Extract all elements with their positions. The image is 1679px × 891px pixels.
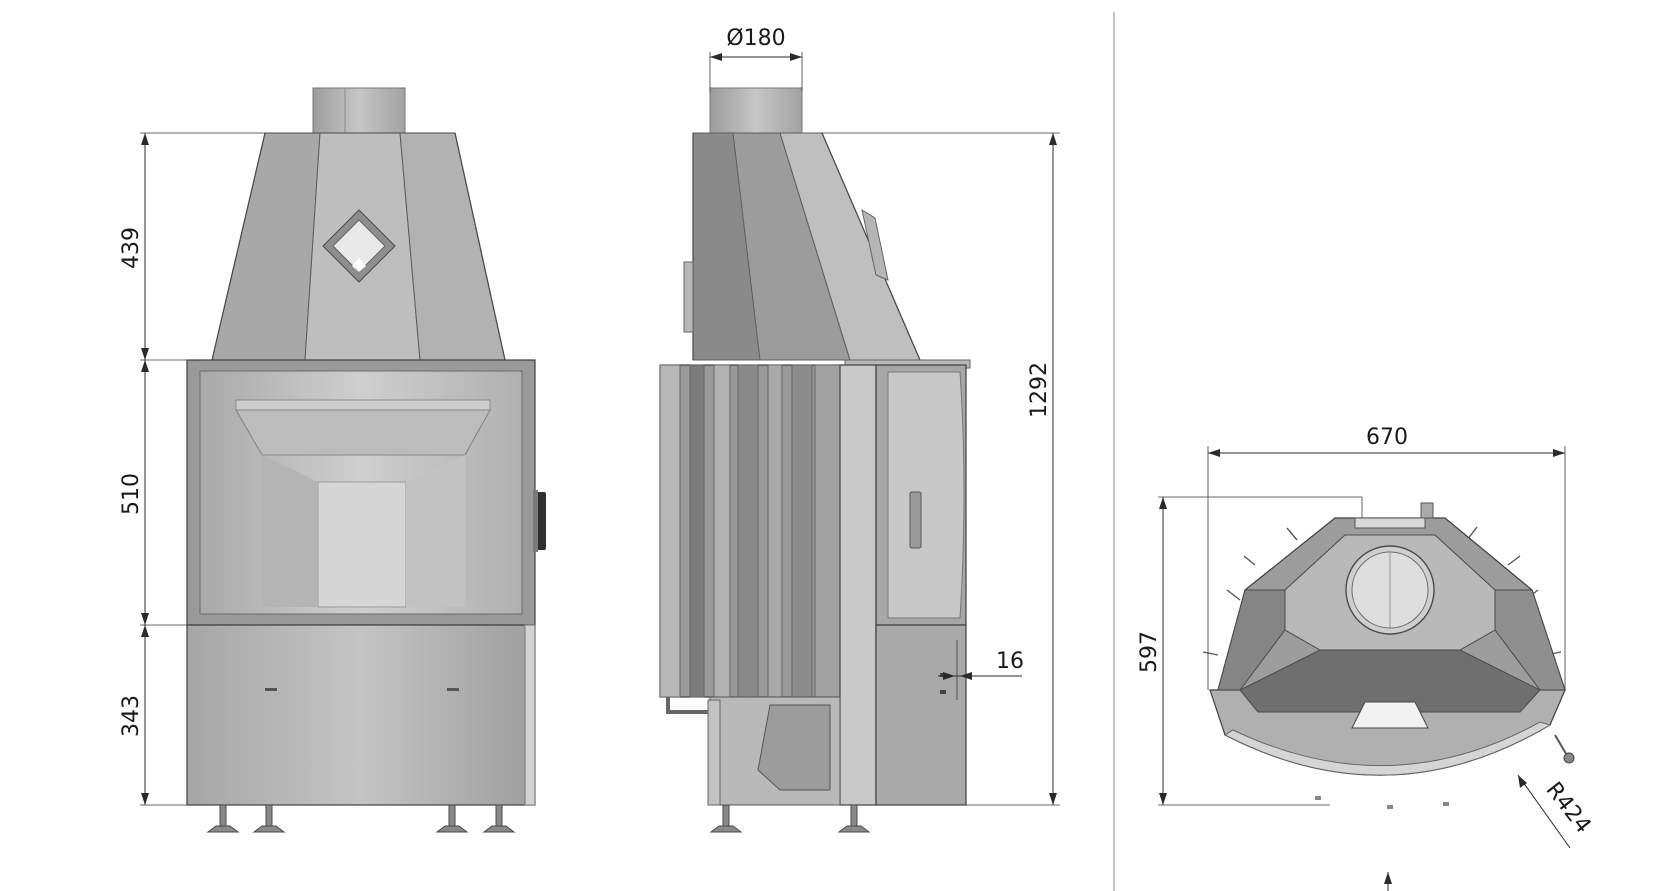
plan-firebox-opening xyxy=(1351,701,1429,729)
dim-glass-height: 510 xyxy=(119,473,144,515)
dim-hood-height: 439 xyxy=(119,227,144,269)
side-door xyxy=(839,364,967,806)
front-flue-pipe xyxy=(312,87,406,134)
door-handle xyxy=(537,492,546,550)
front-hood xyxy=(211,132,506,361)
plan-view xyxy=(1202,502,1575,809)
dim-flue-diameter: Ø180 xyxy=(726,26,785,51)
dim-total-height: 1292 xyxy=(1027,362,1052,418)
front-base xyxy=(186,624,536,806)
dim-plan-depth: 597 xyxy=(1137,631,1162,673)
dim-plan-width: 670 xyxy=(1366,425,1408,450)
front-glass-door xyxy=(186,359,546,626)
hood-vent-diamond xyxy=(322,209,396,283)
front-legs xyxy=(206,804,516,833)
dim-plan-radius: R424 xyxy=(1541,778,1596,839)
dim-door-offset: 16 xyxy=(996,649,1024,674)
front-dimensions: 439 510 343 xyxy=(119,132,265,806)
side-legs xyxy=(709,804,871,833)
side-view xyxy=(659,87,971,833)
side-flue-pipe xyxy=(709,87,803,134)
side-fluted-body xyxy=(659,364,841,698)
front-view xyxy=(186,87,546,833)
side-dimensions: Ø180 1292 16 xyxy=(709,26,1060,806)
dim-base-height: 343 xyxy=(119,695,144,737)
